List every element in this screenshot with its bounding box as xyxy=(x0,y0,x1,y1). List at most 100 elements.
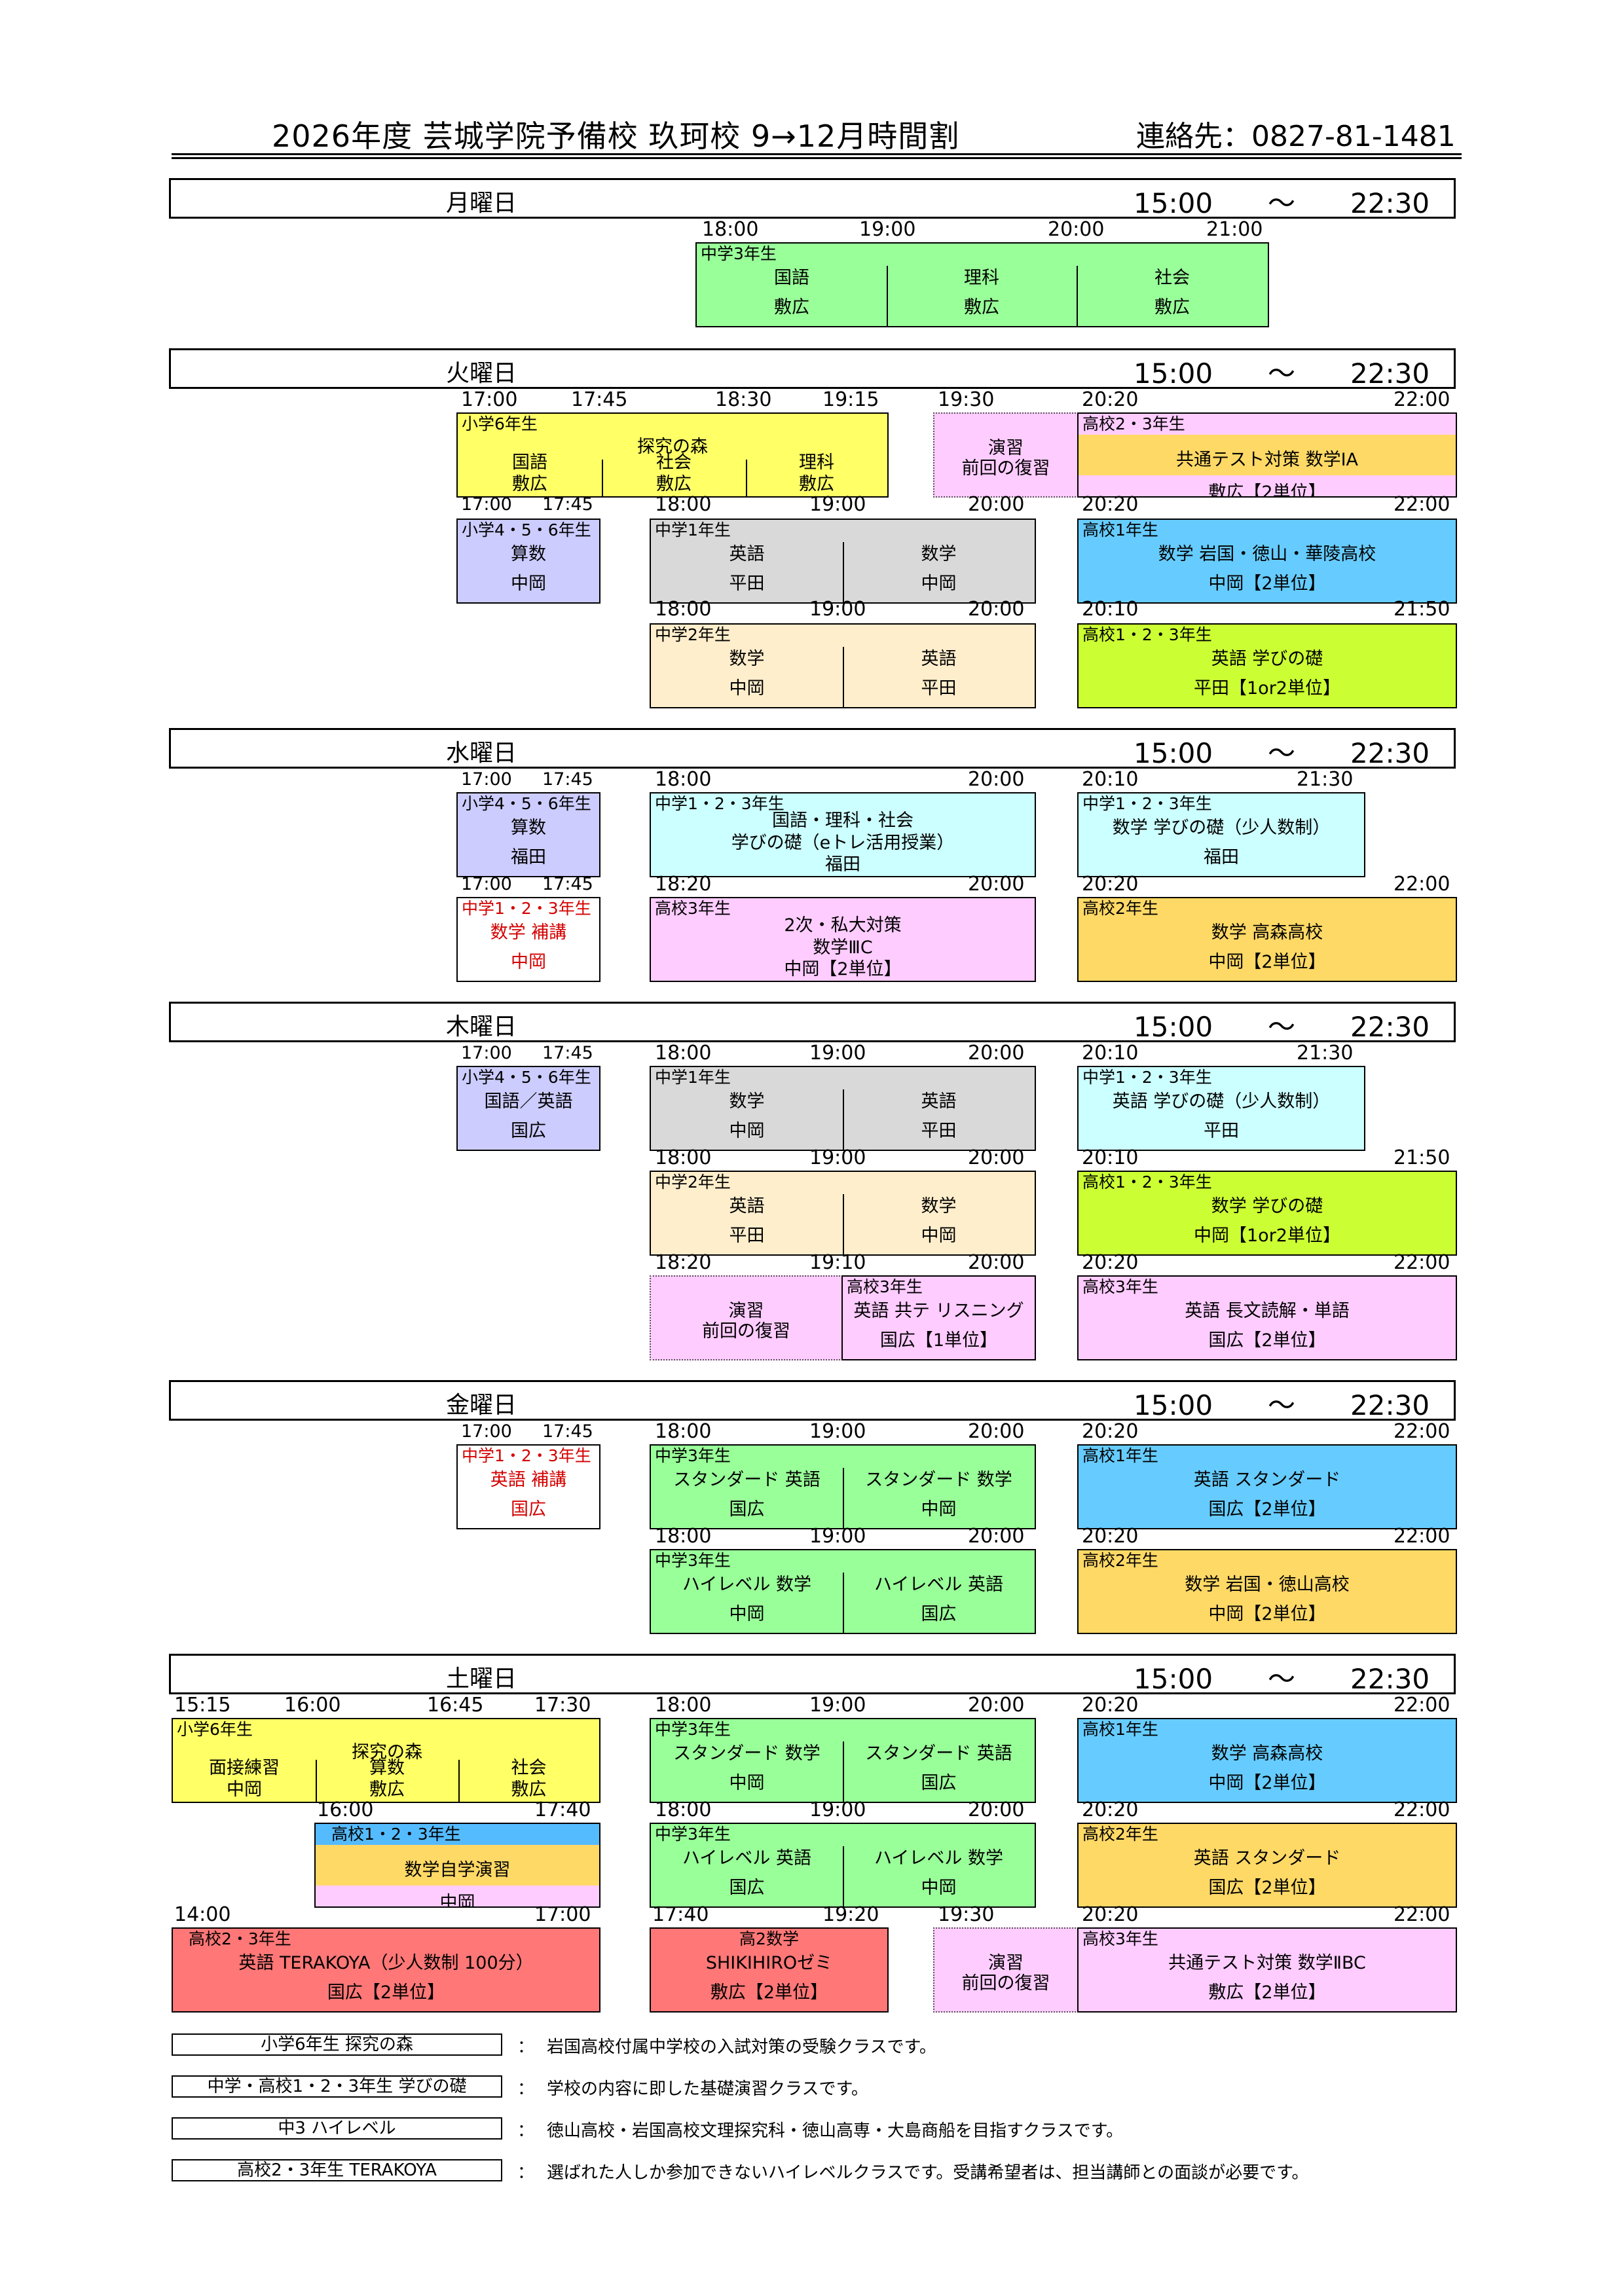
subject-cell: 算数中岡 xyxy=(458,520,599,602)
time-label: 19:00 xyxy=(809,598,866,621)
time-label: 18:20 xyxy=(655,1251,712,1274)
course-title: 数学自学演習 xyxy=(404,1860,511,1880)
time-label: 19:20 xyxy=(822,1903,879,1926)
subject: 数学ⅢC xyxy=(813,937,873,958)
subject-cell: 英語平田 xyxy=(843,1067,1035,1150)
time-label: 19:30 xyxy=(938,388,995,411)
teacher: 国広 xyxy=(511,1120,546,1141)
time-label: 19:15 xyxy=(822,388,879,411)
time-label: 22:00 xyxy=(1393,1694,1450,1717)
subject: 英語 xyxy=(729,544,765,565)
time-label: 17:00 xyxy=(534,1903,591,1926)
day-header-saturday: 土曜日 15:00 ～ 22:30 xyxy=(169,1654,1456,1695)
course-header: 探究の森 xyxy=(352,1742,422,1762)
teacher: 敷広 xyxy=(656,474,692,495)
practice-text: 演習前回の復習 xyxy=(651,1277,841,1359)
class-block-junior123-math-supplementary: 中学1・2・3年生 数学 補講中岡 xyxy=(456,897,600,982)
subject-cell: 数学 岩国・徳山高校中岡【2単位】 xyxy=(1079,1550,1456,1633)
subject-cell: 英語 補講国広 xyxy=(458,1446,599,1528)
teacher: 中岡 xyxy=(227,1779,262,1800)
subject: 数学 高森高校 xyxy=(1211,922,1323,943)
teacher: 中岡 xyxy=(729,1603,765,1624)
class-block-elem456-math: 小学4・5・6年生 算数福田 xyxy=(456,792,600,877)
teacher: 国広【2単位】 xyxy=(327,1982,445,2003)
grade-label: 高校1年生 xyxy=(1082,1720,1158,1739)
subject: 社会 xyxy=(1154,268,1190,289)
grade-label: 中学1年生 xyxy=(655,520,731,539)
subject-cell: 数学 高森高校中岡【2単位】 xyxy=(1079,898,1456,981)
time-label: 20:00 xyxy=(968,1146,1025,1169)
day-header-wednesday: 水曜日 15:00 ～ 22:30 xyxy=(169,728,1456,769)
subject: 社会 xyxy=(656,452,692,473)
note-label: 中3 ハイレベル xyxy=(172,2117,502,2140)
time-label: 17:45 xyxy=(571,388,628,411)
time-label: 18:00 xyxy=(655,1694,712,1717)
class-block-high3-reading: 高校3年生 英語 長文読解・単語国広【2単位】 xyxy=(1077,1275,1457,1360)
day-header-friday: 金曜日 15:00 ～ 22:30 xyxy=(169,1380,1456,1421)
class-block-high2-math: 高校2年生 数学 岩国・徳山高校中岡【2単位】 xyxy=(1077,1549,1457,1634)
course-title: 共通テスト対策 数学ⅠA xyxy=(1175,450,1358,470)
time-label: 19:00 xyxy=(809,1042,866,1065)
time-label: 22:00 xyxy=(1393,388,1450,411)
subject-cell: 数学中岡 xyxy=(843,520,1035,602)
time-label: 19:00 xyxy=(809,1798,866,1821)
time-label: 20:00 xyxy=(968,1042,1025,1065)
note-colon: ： xyxy=(517,2121,535,2141)
subject: ハイレベル 英語 xyxy=(874,1575,1004,1595)
day-hours: 15:00 ～ 22:30 xyxy=(1134,737,1430,769)
time-label: 19:00 xyxy=(859,218,916,241)
class-block-junior3-standard: 中学3年生 スタンダード 英語国広 スタンダード 数学中岡 xyxy=(650,1444,1036,1529)
subject-cell: 社会敷広 xyxy=(458,1719,599,1802)
class-block-junior3-standard: 中学3年生 スタンダード 数学中岡 スタンダード 英語国広 xyxy=(650,1718,1036,1803)
time-label: 21:50 xyxy=(1393,1146,1450,1169)
divider xyxy=(316,1760,317,1802)
subject: スタンダード 数学 xyxy=(865,1470,1012,1491)
subject: 算数 xyxy=(511,544,546,565)
time-label: 22:00 xyxy=(1393,873,1450,896)
subject: 英語 学びの礎（少人数制） xyxy=(1112,1091,1331,1112)
note-text: 徳山高校・岩国高校文理探究科・徳山高専・大島商船を目指すクラスです。 xyxy=(547,2121,1124,2141)
subject-cell: 英語 共テ リスニング国広【1単位】 xyxy=(843,1277,1035,1359)
divider xyxy=(458,1760,460,1802)
subject: スタンダード 数学 xyxy=(673,1743,821,1764)
class-block-high23-math1a: 高校2・3年生 共通テスト対策 数学ⅠA 敷広【2単位】 xyxy=(1077,412,1457,498)
teacher: 敷広 xyxy=(511,1779,547,1800)
time-label: 16:00 xyxy=(317,1798,374,1821)
time-label: 20:20 xyxy=(1082,1694,1139,1717)
teacher: 中岡 xyxy=(921,573,957,594)
class-block-junior3-highlevel: 中学3年生 ハイレベル 数学中岡 ハイレベル 英語国広 xyxy=(650,1549,1036,1634)
class-block-elem456-japanese-english: 小学4・5・6年生 国語／英語国広 xyxy=(456,1066,600,1151)
subject: 英語 xyxy=(729,1196,765,1217)
subject-cell: 社会敷広 xyxy=(1077,244,1268,326)
subject: 算数 xyxy=(369,1757,405,1778)
time-label: 18:00 xyxy=(655,1798,712,1821)
grade-label: 中学3年生 xyxy=(655,1720,731,1739)
grade-label: 高校3年生 xyxy=(1082,1929,1158,1948)
time-label: 20:00 xyxy=(1048,218,1105,241)
subject: 英語 共テ リスニング xyxy=(853,1301,1024,1322)
time-label: 20:20 xyxy=(1082,873,1139,896)
time-label: 22:00 xyxy=(1393,1251,1450,1274)
teacher: 中岡 xyxy=(511,951,546,972)
subject: 数学 学びの礎 xyxy=(1211,1196,1323,1217)
teacher: 敷広 xyxy=(369,1779,405,1800)
time-label: 20:00 xyxy=(968,1798,1025,1821)
teacher: 敷広【2単位】 xyxy=(710,1982,828,2003)
subject: 英語 補講 xyxy=(490,1470,567,1491)
note-colon: ： xyxy=(517,2037,535,2057)
time-label: 22:00 xyxy=(1393,1798,1450,1821)
time-label: 17:00 xyxy=(461,388,518,411)
subject: 社会 xyxy=(511,1757,547,1778)
day-hours: 15:00 ～ 22:30 xyxy=(1134,1663,1430,1695)
day-hours: 15:00 ～ 22:30 xyxy=(1134,357,1430,390)
time-label: 20:00 xyxy=(968,1420,1025,1443)
time-label: 15:15 xyxy=(174,1694,231,1717)
time-label: 17:00 xyxy=(461,1421,512,1442)
note-label: 小学6年生 探究の森 xyxy=(172,2033,502,2056)
day-hours: 15:00 ～ 22:30 xyxy=(1134,1011,1430,1043)
time-label: 19:00 xyxy=(809,1694,866,1717)
time-label: 17:45 xyxy=(542,874,593,894)
subject-cell: 算数敷広 xyxy=(316,1719,458,1802)
class-block-high2-math: 高校2年生 数学 高森高校中岡【2単位】 xyxy=(1077,897,1457,982)
